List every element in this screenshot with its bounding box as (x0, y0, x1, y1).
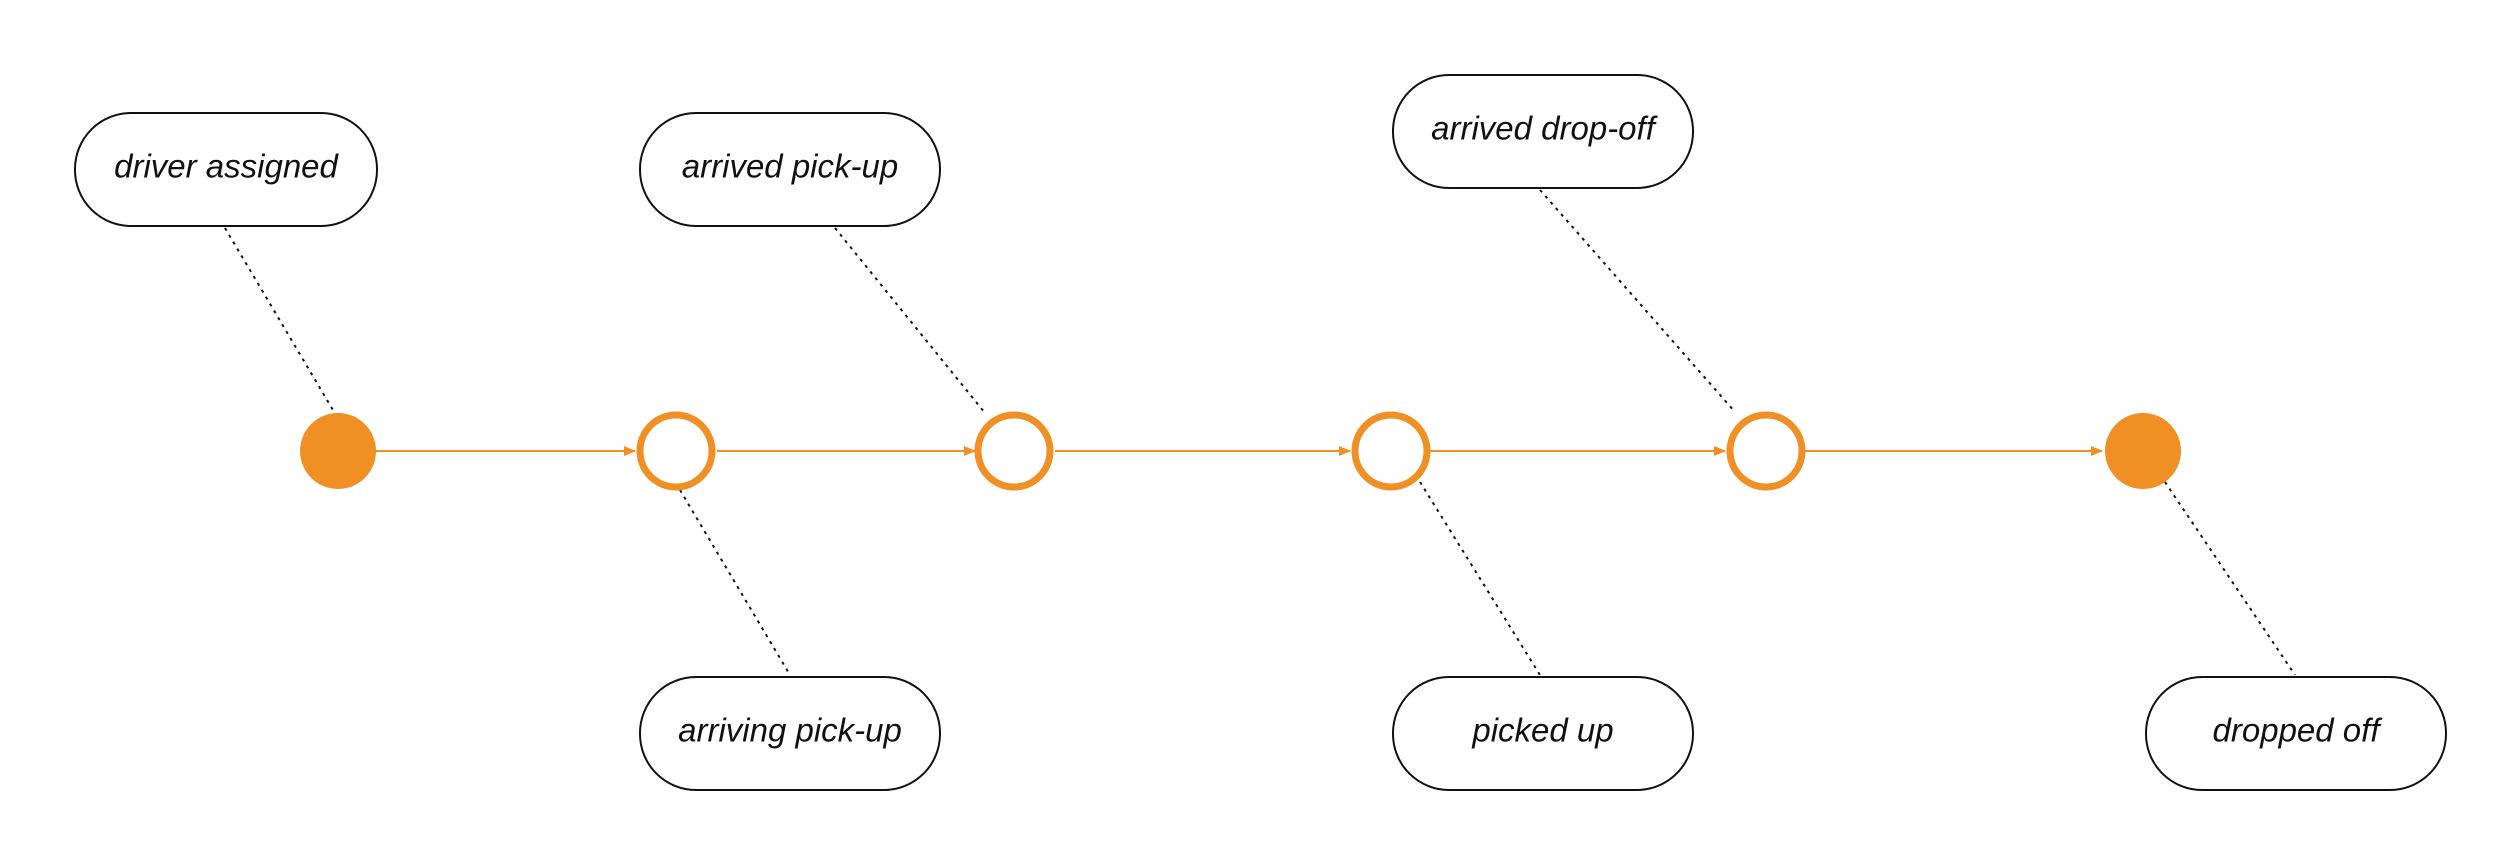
label-group: driver assigned arriving pick-up arrived… (74, 74, 2447, 791)
connector-picked-up (1419, 481, 1541, 676)
connector-arriving-pick-up (679, 489, 791, 676)
label-driver-assigned: driver assigned (74, 112, 378, 227)
label-arrived-pick-up: arrived pick-up (639, 112, 941, 227)
connector-arrived-pick-up (834, 227, 986, 414)
state-end-filled (2105, 413, 2181, 489)
state-hollow (1351, 411, 1431, 491)
connector-arrived-drop-off (1539, 189, 1736, 413)
connector-dropped-off (2164, 481, 2296, 676)
state-hollow (636, 411, 716, 491)
label-text: arrived pick-up (682, 148, 898, 185)
label-dropped-off: dropped off (2145, 676, 2447, 791)
state-start-filled (300, 413, 376, 489)
connector-driver-assigned (224, 227, 334, 411)
state-hollow (974, 411, 1054, 491)
label-arrived-drop-off: arrived drop-off (1392, 74, 1694, 189)
label-text: arriving pick-up (678, 712, 902, 749)
state-group (300, 411, 2181, 491)
label-text: arrived drop-off (1431, 110, 1659, 147)
label-arriving-pick-up: arriving pick-up (639, 676, 941, 791)
connector-group (224, 189, 2296, 676)
label-text: picked up (1471, 712, 1613, 749)
label-text: driver assigned (114, 148, 339, 185)
label-text: dropped off (2213, 712, 2384, 749)
label-picked-up: picked up (1392, 676, 1694, 791)
state-hollow (1726, 411, 1806, 491)
